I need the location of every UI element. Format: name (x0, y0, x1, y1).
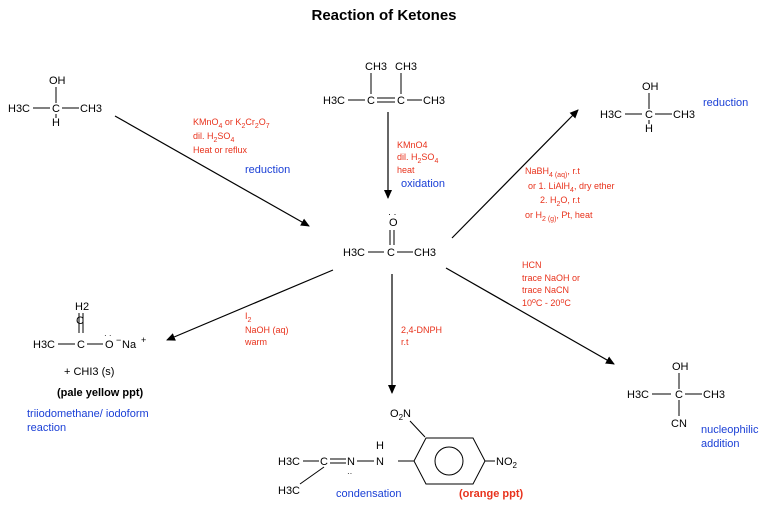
tc-ch3b: CH3 (395, 61, 417, 73)
reagents-top-left: KMnO4 or K2Cr2O7 dil. H2SO4 Heat or refl… (193, 117, 290, 176)
r-reagent-2: trace NaOH or (522, 273, 580, 283)
tr-type: reduction (703, 97, 748, 109)
tc-ch3: CH3 (423, 95, 445, 107)
tr-reagent-1: NaBH4 (aq), r.t (525, 166, 580, 179)
tl-reagent-3: Heat or reflux (193, 145, 248, 155)
tc-reagent-2: dil. H2SO4 (397, 152, 438, 165)
l-type-line1: triiodomethane/ iodoform (27, 408, 149, 420)
tl-h3c: H3C (8, 103, 30, 115)
r-ch3: CH3 (703, 389, 725, 401)
l-o-lone-pair: · · (104, 331, 112, 340)
r-reagent-4: 10oC - 20oC (522, 298, 571, 308)
tr-h3c: H3C (600, 109, 622, 121)
l-h2: H2 (75, 301, 89, 313)
top-center-alkene: CH3 CH3 H3C C C CH3 (323, 61, 445, 107)
tc-ch3a: CH3 (365, 61, 387, 73)
b-h3c-b: H3C (278, 485, 300, 497)
b-no2-top: O2N (390, 408, 411, 422)
bottom-hydrazone: O2N NO2 H3C C N ·· N H H3C condensation … (278, 408, 523, 500)
tc-reagent-1: KMnO4 (397, 140, 428, 150)
l-c2: C (77, 339, 85, 351)
tl-type: reduction (245, 164, 290, 176)
l-h3c: H3C (33, 339, 55, 351)
tc-c2: C (397, 95, 405, 107)
tl-h: H (52, 117, 60, 129)
tl-carbon: C (52, 103, 60, 115)
tl-oh: OH (49, 75, 66, 87)
tc-reagent-3: heat (397, 165, 415, 175)
tr-reagent-2: or 1. LiAlH4, dry ether (528, 181, 614, 194)
b-carbon: C (320, 456, 328, 468)
reagents-left: I2 NaOH (aq) warm (244, 311, 289, 347)
tc-type: oxidation (401, 178, 445, 190)
r-type-line2: addition (701, 438, 740, 450)
reagents-bottom: 2,4-DNPH r.t (401, 325, 442, 347)
reagents-right: HCN trace NaOH or trace NaCN 10oC - 20oC (522, 260, 580, 308)
b-h: H (376, 440, 384, 452)
center-oxygen-lone-pair: · · (388, 209, 397, 219)
b-h3c-a: H3C (278, 456, 300, 468)
center-ch3: CH3 (414, 247, 436, 259)
l-na: Na (122, 339, 137, 351)
l-chi3: + CHI3 (s) (64, 366, 114, 378)
l-type-line2: reaction (27, 422, 66, 434)
b-orange-note: (orange ppt) (459, 488, 523, 500)
center-ketone: O · · H3C C CH3 (343, 209, 436, 259)
tl-reagent-2: dil. H2SO4 (193, 131, 234, 144)
r-type-line1: nucleophilic (701, 424, 759, 436)
r-h3c: H3C (627, 389, 649, 401)
reagents-top-center: KMnO4 dil. H2SO4 heat oxidation (397, 140, 445, 190)
l-na-charge: + (141, 335, 146, 345)
r-carbon: C (675, 389, 683, 401)
arrow-right (445, 267, 615, 365)
tr-oh: OH (642, 81, 659, 93)
tc-c1: C (367, 95, 375, 107)
r-reagent-3: trace NaCN (522, 285, 569, 295)
r-reagent-1: HCN (522, 260, 542, 270)
l-reagent-3: warm (244, 337, 267, 347)
b-n1: N (347, 456, 355, 468)
tl-reagent-1: KMnO4 or K2Cr2O7 (193, 117, 270, 130)
tl-ch3: CH3 (80, 103, 102, 115)
arrow-top-left (114, 115, 310, 227)
tr-reagent-4: or H2 (g), Pt, heat (525, 210, 593, 223)
arrow-top-right (451, 109, 579, 239)
b-type: condensation (336, 488, 401, 500)
center-oxygen: O (389, 217, 398, 229)
tr-h: H (645, 123, 653, 135)
r-oh: OH (672, 361, 689, 373)
b-reagent-1: 2,4-DNPH (401, 325, 442, 335)
b-n2: N (376, 456, 384, 468)
top-right-alcohol: OH H3C C CH3 H (600, 81, 695, 135)
reagents-top-right: reduction NaBH4 (aq), r.t or 1. LiAlH4, … (525, 97, 748, 223)
arrow-left (166, 269, 334, 341)
left-enolate: H2 C H3C C O · · − Na + + CHI3 (s) (pale… (27, 301, 149, 434)
center-carbon: C (387, 247, 395, 259)
l-pale-yellow-note: (pale yellow ppt) (57, 387, 144, 399)
l-c1: C (76, 315, 84, 327)
diagram-title: Reaction of Ketones (311, 7, 456, 24)
l-reagent-1: I2 (245, 311, 252, 324)
b-reagent-2: r.t (401, 337, 409, 347)
tr-ch3: CH3 (673, 109, 695, 121)
tr-reagent-3: 2. H2O, r.t (540, 195, 580, 208)
b-n1-lone-pair: ·· (347, 469, 352, 478)
l-o-charge: − (116, 335, 121, 345)
r-cn: CN (671, 418, 687, 430)
b-no2-right: NO2 (496, 456, 518, 470)
top-left-alcohol: OH H3C C CH3 H (8, 75, 102, 129)
l-o: O (105, 339, 114, 351)
tr-carbon: C (645, 109, 653, 121)
tc-h3c: H3C (323, 95, 345, 107)
l-reagent-2: NaOH (aq) (245, 325, 289, 335)
right-cyanohydrin: OH H3C C CH3 CN nucleophilic addition (627, 361, 759, 450)
center-h3c: H3C (343, 247, 365, 259)
